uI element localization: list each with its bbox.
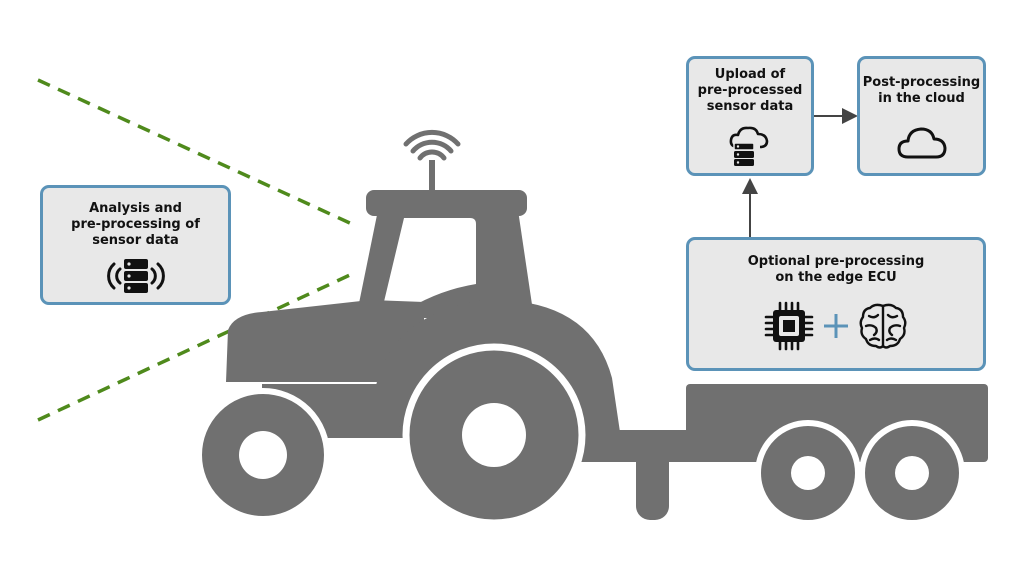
analysis-box-label: Analysis and pre-processing of sensor da…: [71, 201, 200, 248]
microchip-icon: [763, 300, 815, 357]
cloud-upload-server-icon: [689, 123, 811, 167]
cloud-icon: [860, 123, 983, 163]
server-with-signal-waves-icon: [43, 256, 228, 296]
post-processing-box-label: Post-processing in the cloud: [862, 75, 981, 106]
wifi-signal-icon: [403, 129, 461, 161]
trailer-support-leg: [636, 440, 669, 520]
front-wheel-hub: [239, 431, 287, 479]
edge-ecu-box-label: Optional pre-processing on the edge ECU: [747, 254, 925, 285]
sensor-field-of-view: [37, 78, 353, 422]
brain-icon: [857, 300, 909, 357]
tractor: [196, 129, 620, 527]
trailer-wheel-rear-hub: [895, 456, 929, 490]
analysis-box: Analysis and pre-processing of sensor da…: [40, 185, 231, 305]
trailer-wheel-front-hub: [791, 456, 825, 490]
upload-box-label: Upload of pre-processed sensor data: [697, 67, 803, 114]
sensor-beam-upper: [37, 78, 353, 226]
cab-roof: [366, 190, 527, 216]
tractor-hood: [226, 300, 424, 382]
trailer: [560, 384, 988, 526]
sensor-beam-lower: [37, 272, 353, 422]
rear-wheel-hub: [462, 403, 526, 467]
cab-window: [382, 218, 476, 310]
upload-box: Upload of pre-processed sensor data: [686, 56, 814, 176]
plus-icon: [821, 311, 851, 346]
edge-ecu-box: Optional pre-processing on the edge ECU: [686, 237, 986, 371]
post-processing-box: Post-processing in the cloud: [857, 56, 986, 176]
antenna-mast: [429, 160, 435, 192]
edge-ecu-icons: [689, 300, 983, 357]
